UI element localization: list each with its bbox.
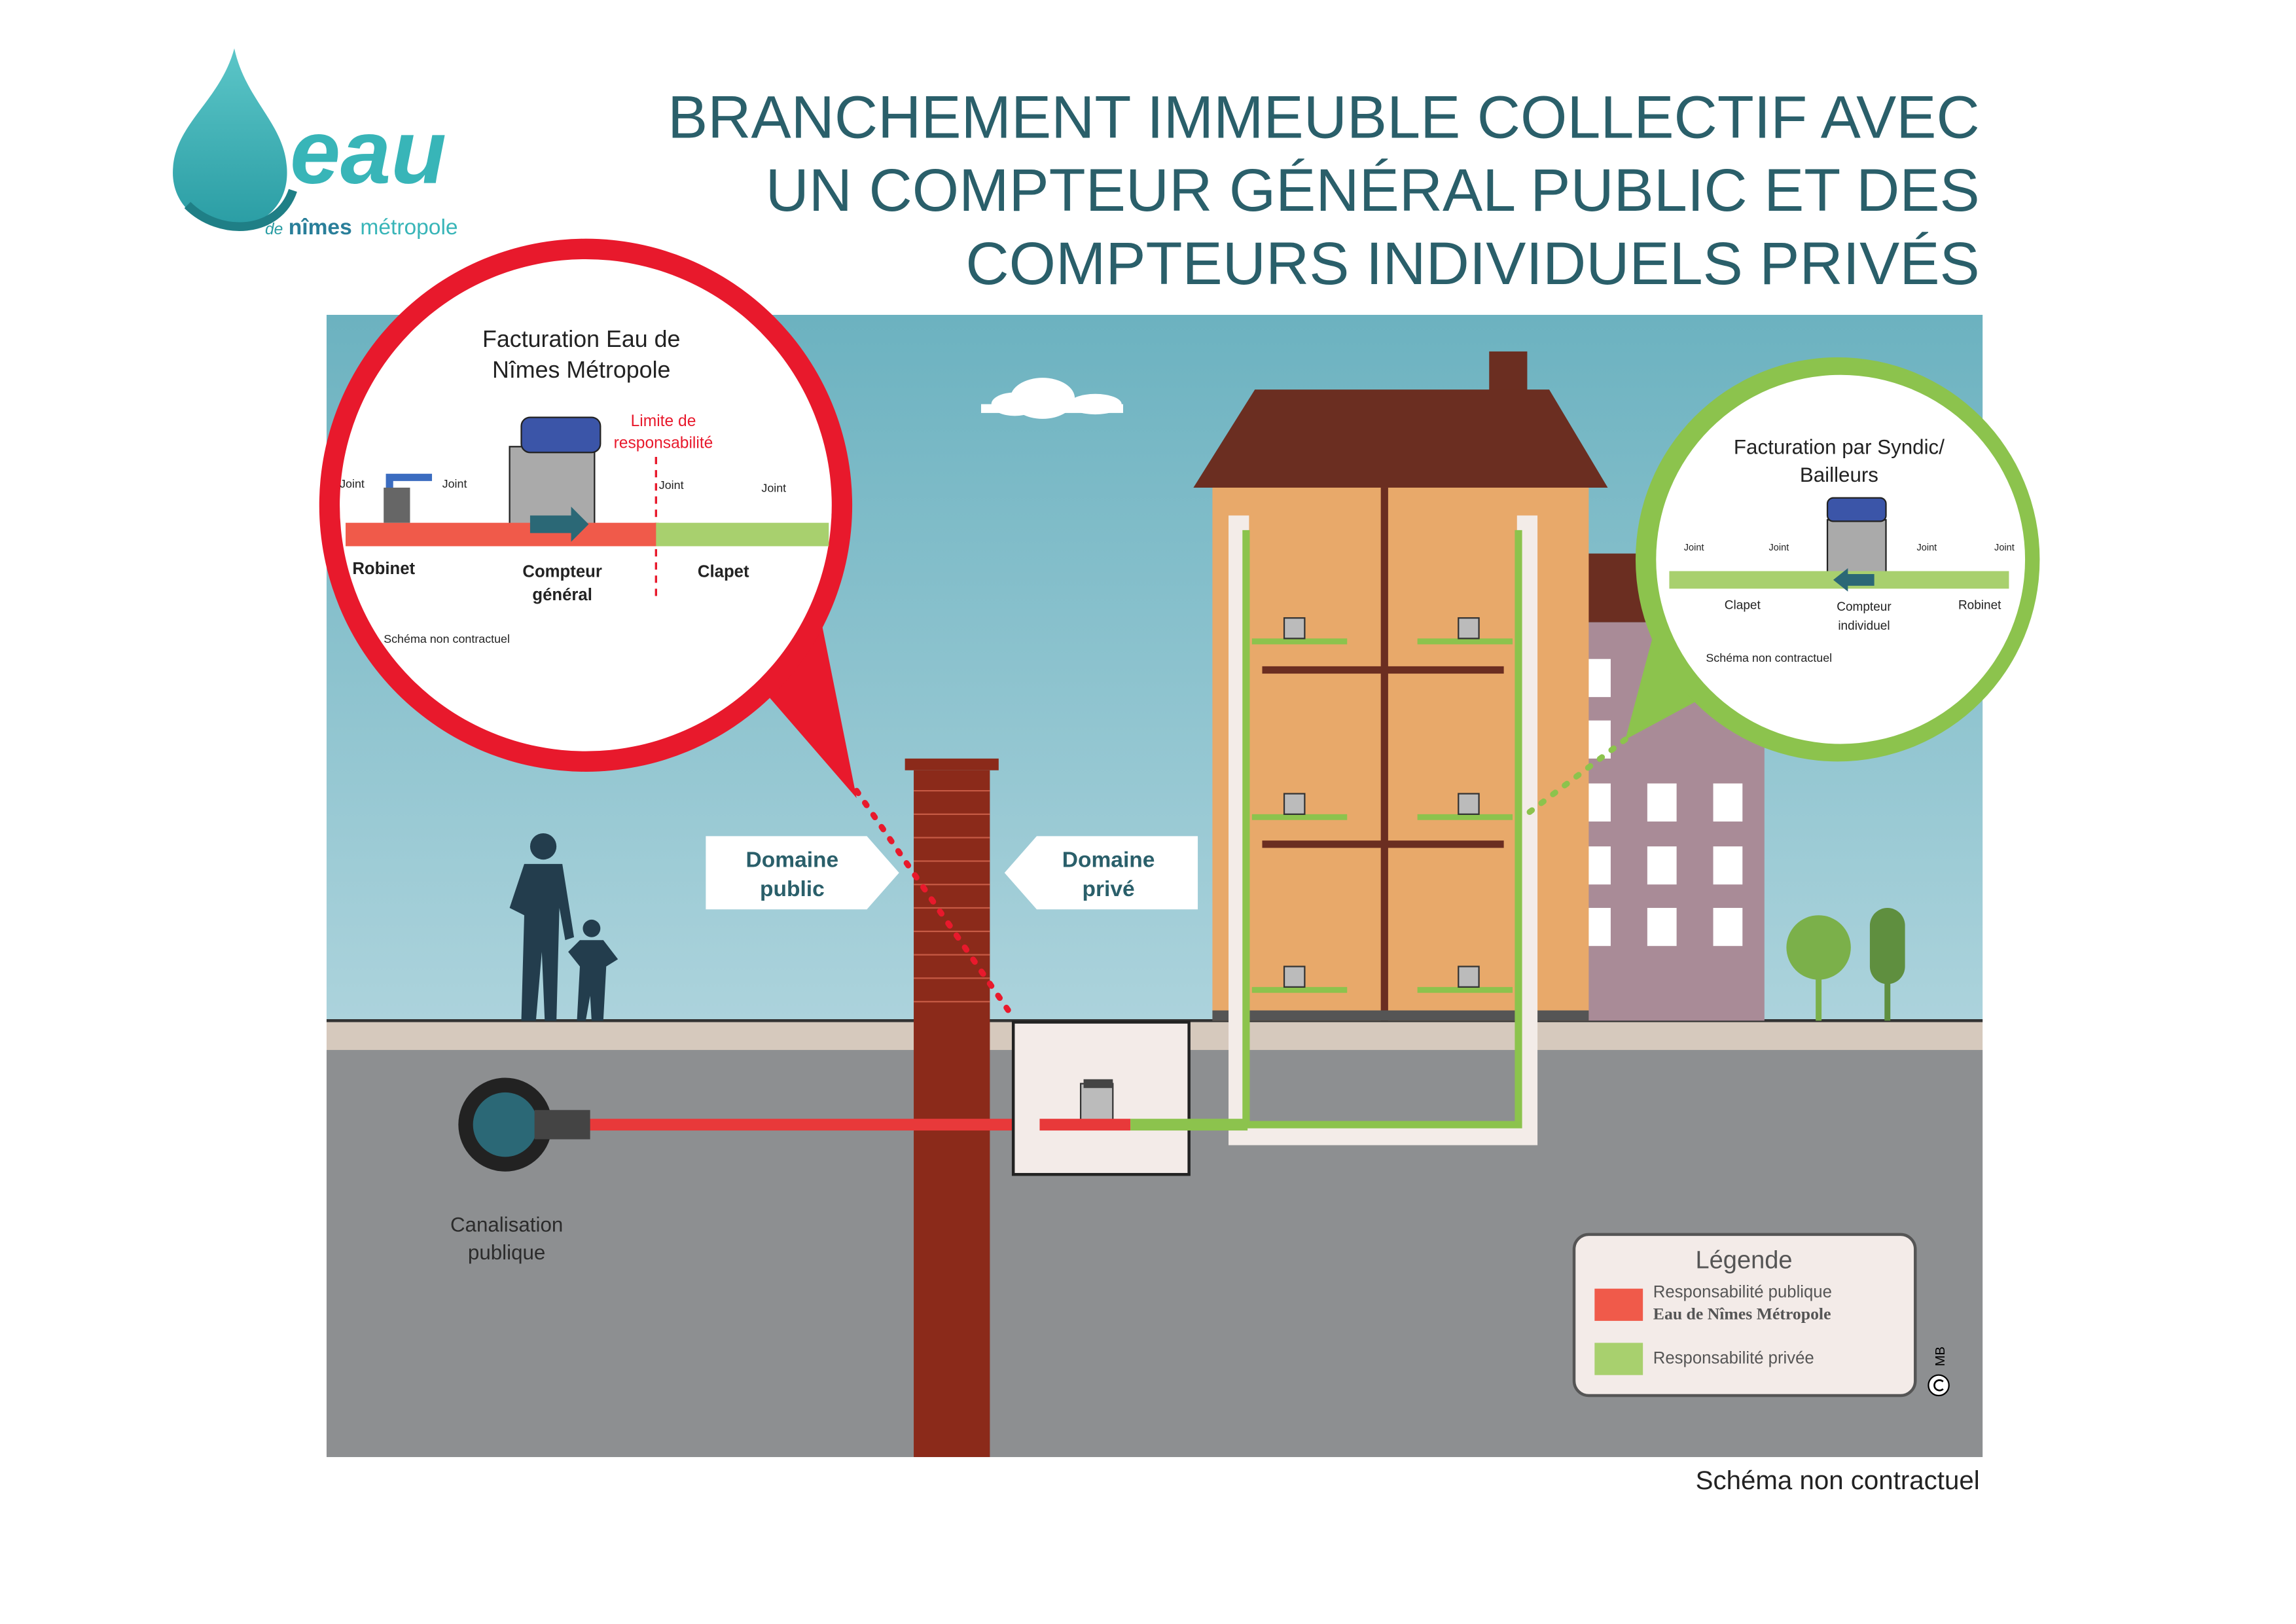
compteur-label-1: Compteur [1837,600,1892,614]
joint-label: Joint [1994,543,2015,553]
domaine-prive-line1: Domaine [1062,848,1155,872]
domaine-public-line1: Domaine [746,848,839,872]
canalisation-line2: publique [468,1241,545,1264]
joint-label: Joint [1769,543,1789,553]
title-line-2: UN COMPTEUR GÉNÉRAL PUBLIC ET DES [766,157,1980,224]
public-bubble-title1: Facturation Eau de [482,326,680,352]
compteur-label-2: individuel [1838,619,1890,633]
robinet-label: Robinet [1958,599,2001,613]
title-line-3: COMPTEURS INDIVIDUELS PRIVÉS [965,230,1979,297]
copyright-text: MB [1933,1346,1948,1366]
copyright-mark: MB [1928,1346,1950,1397]
legend-title: Légende [1696,1246,1793,1274]
private-billing-bubble: Facturation par Syndic/ Bailleurs Joint … [1625,357,2040,762]
private-bubble-note: Schéma non contractuel [1706,651,1832,664]
title-line-1: BRANCHEMENT IMMEUBLE COLLECTIF AVEC [668,84,1980,151]
legend: Légende Responsabilité publique Eau de N… [1572,1233,1917,1398]
limit-label-1: Limite de [631,412,696,430]
legend-private: Responsabilité privée [1653,1349,1814,1367]
joint-label: Joint [442,477,467,490]
domaine-prive-line2: privé [1083,877,1135,901]
footer-disclaimer: Schéma non contractuel [1696,1466,1980,1495]
logo-sub-suffix: métropole [360,215,457,240]
domaine-public-line2: public [760,877,825,901]
legend-public-1: Responsabilité publique [1653,1283,1832,1301]
logo-word: eau [290,101,446,203]
public-billing-bubble: Facturation Eau de Nîmes Métropole Limit… [319,238,857,799]
joint-label: Joint [761,482,786,495]
public-bubble-note: Schéma non contractuel [384,632,510,645]
public-bubble-title2: Nîmes Métropole [492,357,670,383]
canalisation-line1: Canalisation [450,1213,563,1236]
legend-public-2: Eau de Nîmes Métropole [1653,1305,1831,1324]
robinet-label: Robinet [352,560,415,578]
logo: eau de nîmes métropole [173,48,458,240]
clapet-label: Clapet [1725,599,1761,613]
logo-sub-name: nîmes [289,215,352,240]
canalisation-label: Canalisation publique [450,1213,563,1264]
water-drop-icon [173,48,287,227]
private-pipes [1229,515,1538,1146]
cloud-icon [980,378,1123,419]
compteur-label-1: Compteur [522,562,601,581]
people-silhouette-icon [509,833,619,1021]
joint-label: Joint [659,478,684,492]
logo-sub-prefix: de [265,221,283,238]
private-bubble-title1: Facturation par Syndic/ [1734,436,1945,459]
compteur-label-2: général [532,586,592,604]
domaine-public-label: Domaine public [706,836,899,910]
page-title: BRANCHEMENT IMMEUBLE COLLECTIF AVEC UN C… [668,84,1980,297]
domaine-prive-label: Domaine privé [1004,836,1198,910]
joint-label: Joint [340,477,365,490]
legend-swatch-public [1594,1288,1643,1321]
clapet-label: Clapet [698,562,749,581]
limit-label-2: responsabilité [614,435,713,452]
joint-label: Joint [1917,543,1937,553]
joint-label: Joint [1684,543,1704,553]
building-main [1193,351,1608,1021]
public-pipe [458,1077,1047,1172]
copyright-icon [1933,1379,1944,1392]
trees [1786,908,1905,1021]
property-wall [905,758,999,1457]
private-bubble-title2: Bailleurs [1800,463,1878,486]
legend-swatch-private [1594,1343,1643,1375]
meter-box [1011,1020,1248,1176]
